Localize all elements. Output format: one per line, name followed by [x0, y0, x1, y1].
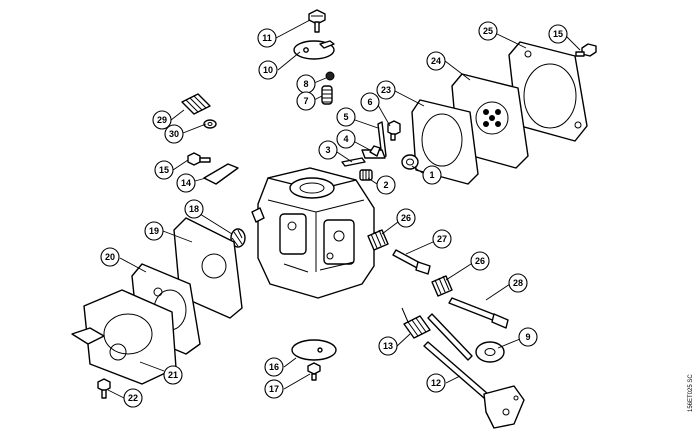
- callout-28: 28: [508, 273, 528, 293]
- callout-label: 21: [168, 370, 178, 380]
- callout-14: 14: [176, 173, 196, 193]
- callout-label: 12: [431, 378, 441, 388]
- part-screw-6: [387, 120, 401, 141]
- part-screw-22: [97, 378, 111, 399]
- callout-15-left: 15: [154, 160, 174, 180]
- callout-label: 24: [431, 56, 441, 66]
- part-gasket-23: [411, 99, 479, 185]
- callout-23: 23: [376, 80, 396, 100]
- callout-label: 1: [429, 170, 434, 180]
- part-adjust-screw-28: [448, 297, 509, 329]
- callout-label: 6: [367, 97, 372, 107]
- part-gasket-25: [508, 41, 588, 142]
- callout-label: 16: [269, 362, 279, 372]
- part-screw-15-left: [187, 152, 211, 166]
- callout-3: 3: [318, 140, 338, 160]
- callout-20: 20: [100, 247, 120, 267]
- part-spring-7: [321, 85, 333, 105]
- part-spring-29: [181, 93, 211, 115]
- part-adjust-screw-27: [392, 249, 431, 275]
- callout-30: 30: [164, 124, 184, 144]
- callout-10: 10: [258, 60, 278, 80]
- part-spring-26-lower: [431, 275, 453, 297]
- callout-16: 16: [264, 357, 284, 377]
- callout-22: 22: [123, 388, 143, 408]
- part-screw-17: [307, 362, 321, 381]
- callout-7: 7: [296, 91, 316, 111]
- callout-6: 6: [360, 92, 380, 112]
- callout-26-upper: 26: [396, 208, 416, 228]
- callout-11: 11: [257, 28, 277, 48]
- callout-label: 11: [262, 33, 272, 43]
- part-lever-4: [361, 145, 386, 159]
- leader-lines: [107, 19, 581, 399]
- callout-5: 5: [336, 107, 356, 127]
- part-disc-10: [293, 40, 335, 60]
- callout-9: 9: [518, 327, 538, 347]
- callout-1: 1: [422, 165, 442, 185]
- callout-label: 13: [383, 341, 393, 351]
- callout-label: 26: [475, 256, 485, 266]
- callout-label: 25: [483, 26, 493, 36]
- callout-21: 21: [163, 365, 183, 385]
- callout-19: 19: [144, 221, 164, 241]
- part-disc-16: [291, 339, 337, 361]
- callout-label: 29: [157, 115, 167, 125]
- callout-29: 29: [152, 110, 172, 130]
- part-washer-30: [203, 119, 217, 129]
- callout-label: 15: [553, 29, 563, 39]
- callout-25: 25: [478, 21, 498, 41]
- part-spring-2: [359, 169, 373, 181]
- callout-13: 13: [378, 336, 398, 356]
- callout-label: 23: [381, 85, 391, 95]
- part-screw-11: [308, 9, 326, 33]
- callout-label: 10: [263, 65, 273, 75]
- callout-8: 8: [296, 74, 316, 94]
- callout-label: 15: [159, 165, 169, 175]
- callout-2: 2: [376, 175, 396, 195]
- callout-label: 20: [105, 252, 115, 262]
- callout-label: 3: [325, 145, 330, 155]
- part-shaft-12: [423, 341, 525, 429]
- callout-4: 4: [336, 129, 356, 149]
- part-screw-15-top: [575, 43, 597, 57]
- callout-label: 28: [513, 278, 523, 288]
- part-bushing-1: [401, 154, 419, 170]
- part-needle-3: [341, 157, 366, 167]
- callout-27: 27: [432, 229, 452, 249]
- callout-label: 4: [343, 134, 348, 144]
- part-spring-26-upper: [367, 229, 389, 251]
- callout-label: 26: [401, 213, 411, 223]
- callout-label: 27: [437, 234, 447, 244]
- part-ball-8: [325, 71, 335, 81]
- document-code: 156ET025 SC: [688, 374, 694, 412]
- callout-17: 17: [264, 379, 284, 399]
- callout-label: 7: [303, 96, 308, 106]
- callout-18: 18: [184, 199, 204, 219]
- callout-label: 9: [525, 332, 530, 342]
- part-bracket-14: [203, 163, 239, 185]
- callout-label: 5: [343, 112, 348, 122]
- callout-15-top: 15: [548, 24, 568, 44]
- callout-label: 2: [383, 180, 388, 190]
- carburetor-body: [251, 167, 375, 299]
- callout-26-lower: 26: [470, 251, 490, 271]
- callout-label: 17: [269, 384, 279, 394]
- callout-label: 18: [189, 204, 199, 214]
- callout-label: 8: [303, 79, 308, 89]
- callout-24: 24: [426, 51, 446, 71]
- callout-12: 12: [426, 373, 446, 393]
- callout-label: 19: [149, 226, 159, 236]
- callout-label: 22: [128, 393, 138, 403]
- part-spring-13: [401, 307, 431, 339]
- part-shaft-9: [427, 313, 505, 363]
- part-pin-5: [377, 121, 387, 159]
- callout-label: 30: [169, 129, 179, 139]
- callout-label: 14: [181, 178, 191, 188]
